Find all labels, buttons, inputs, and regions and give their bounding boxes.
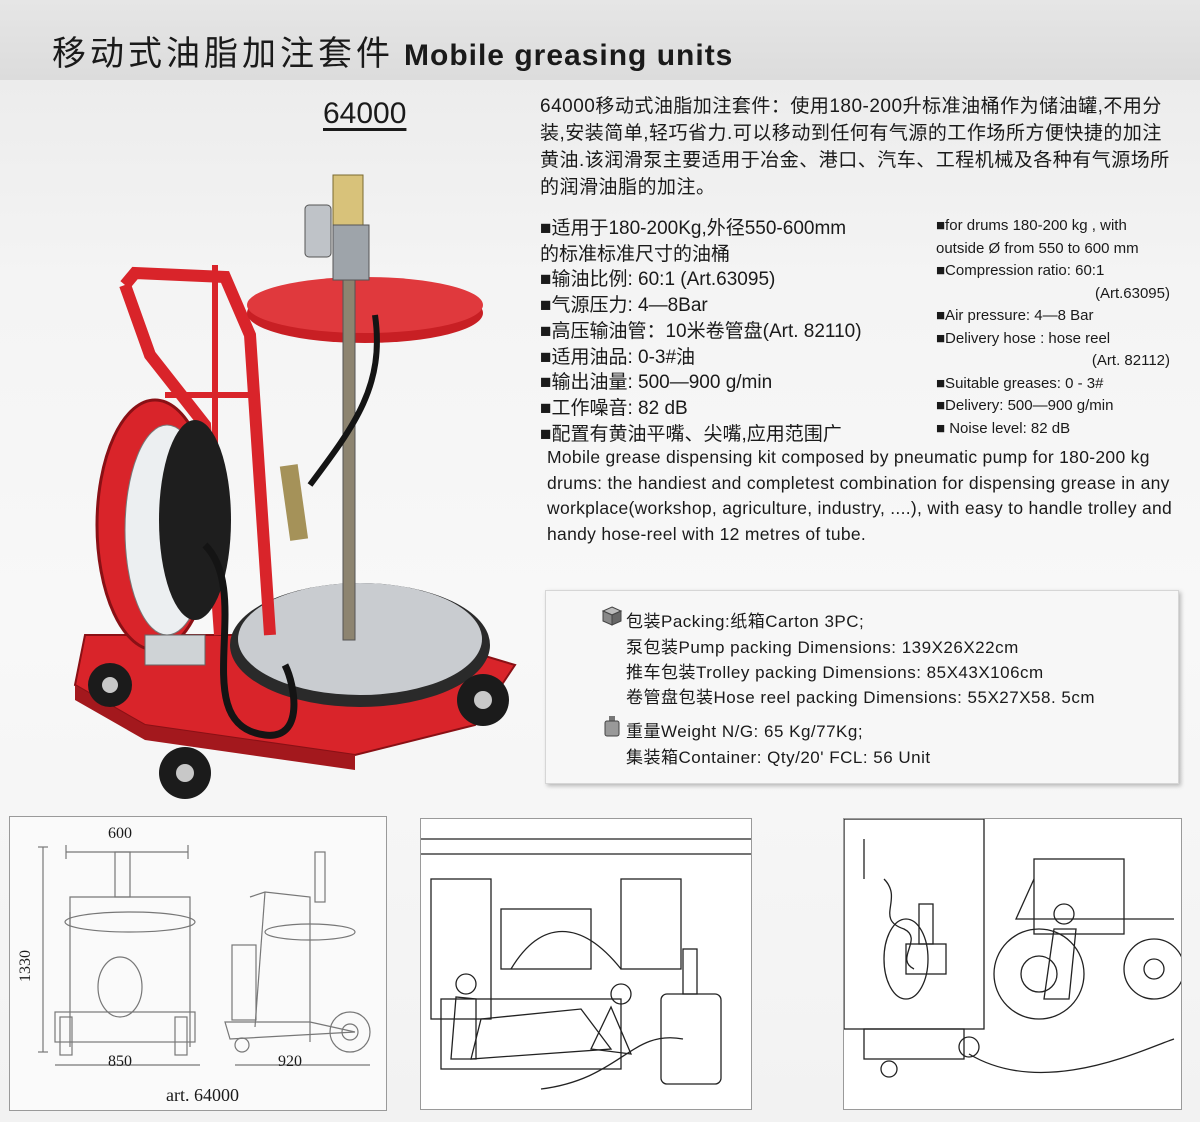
workshop-scene bbox=[421, 838, 751, 1090]
dim-height: 1330 bbox=[17, 950, 34, 982]
cn-spec-line: ■高压输油管：10米卷管盘(Art. 82110) bbox=[540, 320, 862, 342]
cn-spec-line: ■输油比例: 60:1 (Art.63095) bbox=[540, 269, 776, 291]
en-spec-line: ■Delivery hose : hose reel bbox=[936, 329, 1111, 347]
product-illustration bbox=[73, 174, 517, 799]
workshop-illustration bbox=[420, 818, 752, 1110]
container-line: 集装箱Container: Qty/20' FCL: 56 Unit bbox=[626, 748, 931, 767]
cn-spec-line: ■配置有黄油平嘴、尖嘴,应用范围广 bbox=[540, 423, 842, 445]
dim-width: 600 bbox=[108, 825, 132, 842]
box-icon bbox=[601, 606, 623, 626]
cn-spec-line: ■输出油量: 500—900 g/min bbox=[540, 372, 773, 394]
chinese-specs: ■适用于180-200Kg,外径550-600mm 的标准标准尺寸的油桶 ■输油… bbox=[540, 216, 930, 447]
title-english: Mobile greasing units bbox=[404, 39, 734, 72]
en-spec-line: ■Compression ratio: 60:1 bbox=[936, 262, 1105, 279]
en-spec-line: (Art. 82112) bbox=[1091, 352, 1170, 369]
en-spec-line: (Art.63095) bbox=[1094, 284, 1170, 302]
en-spec-line: outside Ø from 550 to 600 mm bbox=[936, 239, 1139, 257]
en-spec-line: ■for drums 180-200 kg , with bbox=[936, 217, 1127, 234]
title-chinese: 移动式油脂加注套件 bbox=[52, 34, 394, 74]
cn-spec-line: ■工作噪音: 82 dB bbox=[540, 397, 688, 419]
drawing-caption: art. 64000 bbox=[166, 1085, 239, 1105]
dim-base: 850 bbox=[108, 1053, 132, 1070]
weight-line: 重量Weight N/G: 65 Kg/77Kg; bbox=[626, 722, 864, 741]
intro-text: 64000移动式油脂加注套件：使用180-200升标准油桶作为储油罐,不用分装,… bbox=[540, 96, 1170, 198]
cn-spec-line: ■适用油品: 0-3#油 bbox=[540, 346, 696, 368]
en-spec-line: ■Delivery: 500—900 g/min bbox=[936, 397, 1114, 414]
cn-spec-line: 的标准标准尺寸的油桶 bbox=[540, 243, 731, 265]
tractor-scene bbox=[843, 818, 1185, 1078]
en-spec-line: ■ Noise level: 82 dB bbox=[936, 419, 1071, 437]
page-title: 移动式油脂加注套件 Mobile greasing units bbox=[52, 26, 733, 75]
reel-packing: 卷管盘包装Hose reel packing Dimensions: 55X27… bbox=[626, 688, 1096, 707]
dimension-drawing-panel: 600 1330 850 920 art. 64000 bbox=[9, 816, 387, 1111]
cn-spec-line: ■适用于180-200Kg,外径550-600mm bbox=[540, 218, 847, 239]
title-band bbox=[0, 0, 1200, 80]
packing-line: 包装Packing:纸箱Carton 3PC; bbox=[626, 612, 865, 631]
cn-spec-line: ■气源压力: 4—8Bar bbox=[540, 295, 708, 317]
weight-icon bbox=[604, 716, 620, 737]
pump-packing: 泵包装Pump packing Dimensions: 139X26X22cm bbox=[626, 638, 1019, 657]
model-number: 64000 bbox=[323, 97, 407, 130]
packing-box: 包装Packing:纸箱Carton 3PC; 泵包装Pump packing … bbox=[545, 590, 1179, 784]
dim-side: 920 bbox=[278, 1053, 302, 1070]
english-specs: ■for drums 180-200 kg , with outside Ø f… bbox=[936, 215, 1196, 440]
english-description: Mobile grease dispensing kit composed by… bbox=[547, 447, 1173, 544]
en-spec-line: ■Air pressure: 4—8 Bar bbox=[936, 307, 1094, 324]
trolley-packing: 推车包装Trolley packing Dimensions: 85X43X10… bbox=[626, 663, 1044, 682]
en-spec-line: ■Suitable greases: 0 - 3# bbox=[936, 374, 1104, 392]
tractor-illustration bbox=[843, 818, 1185, 1110]
dimension-drawing bbox=[38, 845, 371, 1066]
